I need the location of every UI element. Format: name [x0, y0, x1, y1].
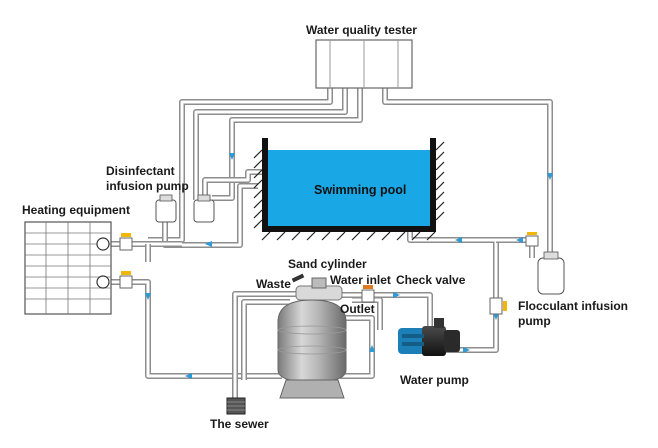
sewer-drain: [226, 397, 246, 415]
heating-equipment: [24, 221, 112, 315]
flocculant-label-line1: Flocculant infusion: [518, 299, 628, 313]
swimming-pool-label: Swimming pool: [314, 183, 406, 197]
heating-equipment-label: Heating equipment: [22, 203, 130, 217]
sand-cylinder: [277, 273, 347, 399]
water-pump-label: Water pump: [400, 373, 469, 387]
pool-hatching: [253, 141, 445, 241]
sewer-label: The sewer: [210, 417, 269, 431]
water-inlet-label: Water inlet: [330, 273, 391, 287]
flocculant-label-line2: pump: [518, 314, 551, 328]
water-quality-tester-label: Water quality tester: [306, 23, 417, 37]
flow-arrows: [145, 153, 553, 379]
disinfectant-label-line2: infusion pump: [106, 179, 189, 193]
waste-label: Waste: [256, 277, 291, 291]
sand-cylinder-label: Sand cylinder: [288, 257, 367, 271]
water-quality-tester: [315, 39, 413, 89]
flocculant-infusion-pump: [537, 251, 565, 295]
disinfectant-infusion-pump: [155, 194, 215, 223]
water-pump: [398, 318, 460, 356]
check-valve-label: Check valve: [396, 273, 466, 287]
disinfectant-label-line1: Disinfectant: [106, 164, 175, 178]
outlet-label: Outlet: [340, 302, 375, 316]
valves: [119, 232, 539, 315]
pipe-network: [110, 88, 553, 400]
swimming-pool: [253, 138, 445, 241]
